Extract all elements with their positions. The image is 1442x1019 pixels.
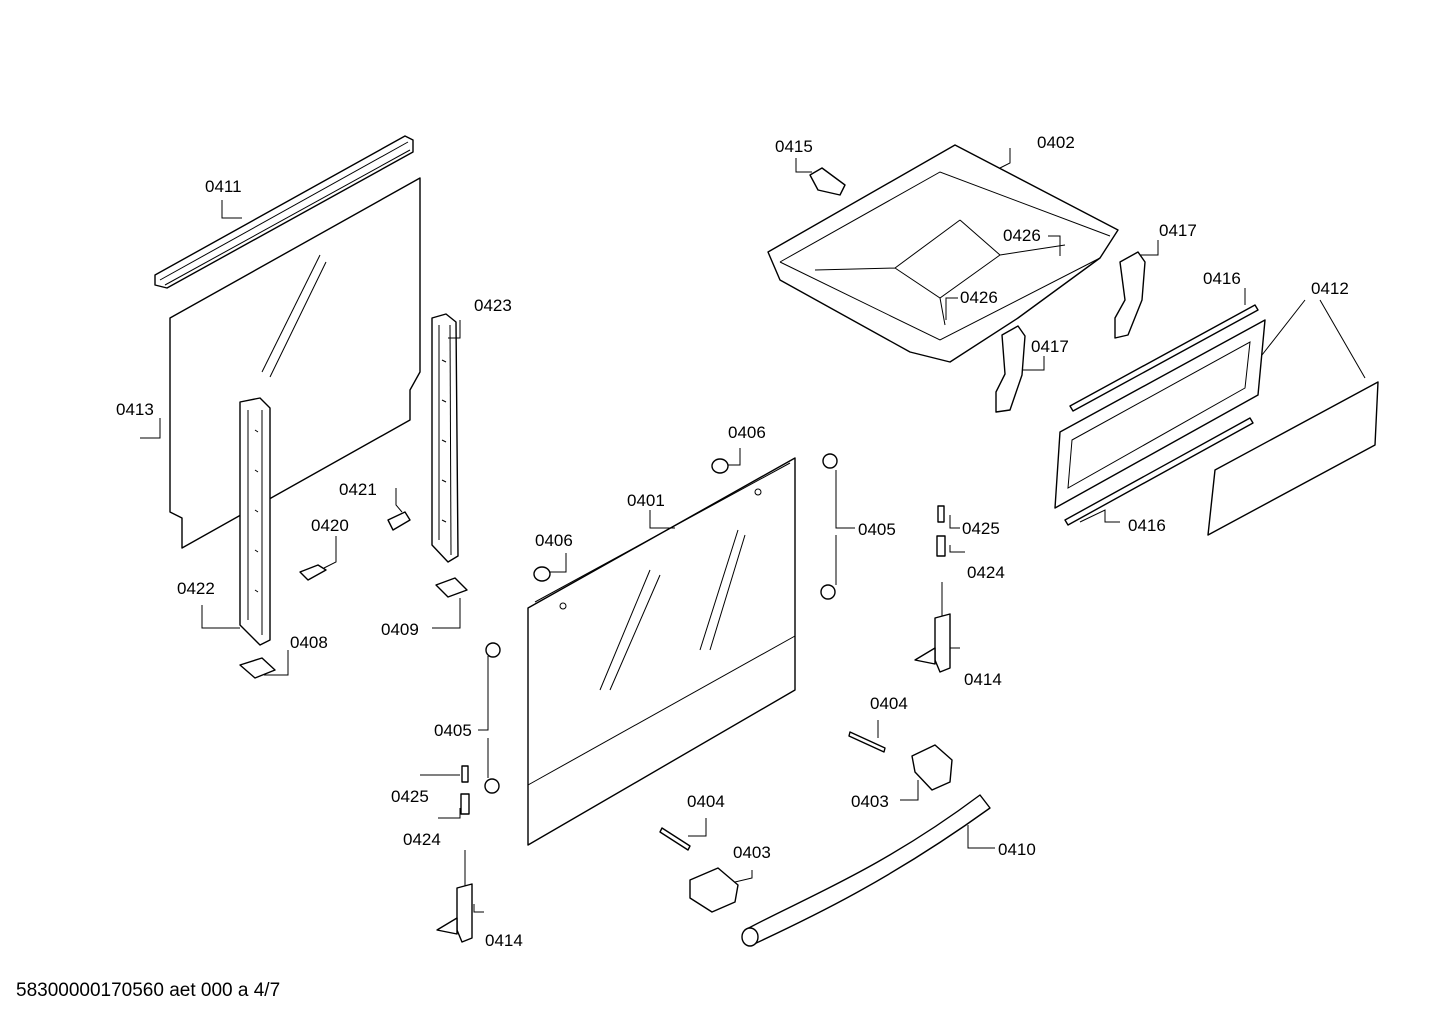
part-0412-glass <box>1207 381 1379 536</box>
label-0422: 0422 <box>177 579 215 598</box>
label-0424-a: 0424 <box>967 563 1005 582</box>
label-0421: 0421 <box>339 480 377 499</box>
part-0416-seal-top <box>1069 304 1259 412</box>
label-0420: 0420 <box>311 516 349 535</box>
label-0417-b: 0417 <box>1031 337 1069 356</box>
part-0412-inner-frame <box>1054 319 1266 509</box>
label-0425-b: 0425 <box>391 787 429 806</box>
part-0410-handle <box>741 794 991 947</box>
part-0425-pin-left <box>461 765 469 783</box>
label-0412: 0412 <box>1311 279 1349 298</box>
part-0424-pin-right <box>936 535 946 557</box>
part-0405-bumpers-left <box>484 642 501 794</box>
leader-lines <box>140 148 1366 913</box>
label-0403-a: 0403 <box>851 792 889 811</box>
part-0406-bumper-b <box>533 566 551 582</box>
label-0426-a: 0426 <box>1003 226 1041 245</box>
label-0415: 0415 <box>775 137 813 156</box>
label-0417-a: 0417 <box>1159 221 1197 240</box>
label-0402: 0402 <box>1037 133 1075 152</box>
part-labels: 0411 0402 0415 0426 0426 0417 0416 0412 … <box>116 133 1349 950</box>
part-0423-right-rail <box>431 313 459 563</box>
label-0414-a: 0414 <box>964 670 1002 689</box>
part-0402-tray <box>767 144 1119 363</box>
label-0406-b: 0406 <box>535 531 573 550</box>
label-0408: 0408 <box>290 633 328 652</box>
part-0420-clip <box>299 564 327 581</box>
label-0405-a: 0405 <box>858 520 896 539</box>
label-0404-a: 0404 <box>870 694 908 713</box>
label-0411: 0411 <box>205 177 242 196</box>
label-0414-b: 0414 <box>485 931 523 950</box>
part-0403-mount-right <box>911 744 953 791</box>
drawing-reference-footer: 58300000170560 aet 000 a 4/7 <box>16 980 281 1001</box>
part-0404-screw-left <box>659 827 691 851</box>
part-0425-pin-right <box>937 505 945 523</box>
part-0422-left-rail <box>239 397 271 646</box>
label-0425-a: 0425 <box>962 519 1000 538</box>
label-0423: 0423 <box>474 296 512 315</box>
label-0406-a: 0406 <box>728 423 766 442</box>
part-0415-bracket <box>809 167 846 196</box>
part-0413-glass-panel <box>169 177 421 549</box>
part-0411-top-trim <box>154 135 414 289</box>
part-0417-bracket-b <box>995 325 1026 413</box>
part-0424-pin-left <box>460 793 470 815</box>
part-0414-hinge-right <box>914 582 951 673</box>
label-0413: 0413 <box>116 400 154 419</box>
label-0404-b: 0404 <box>687 792 725 811</box>
part-0417-bracket-a <box>1114 251 1146 339</box>
part-0401-door <box>527 457 796 846</box>
label-0403-b: 0403 <box>733 843 771 862</box>
part-0403-mount-left <box>689 867 739 913</box>
label-0409: 0409 <box>381 620 419 639</box>
label-0405-b: 0405 <box>434 721 472 740</box>
label-0410: 0410 <box>998 840 1036 859</box>
part-0409-hinge-base <box>435 577 468 598</box>
part-0408-hinge-base <box>239 657 276 679</box>
part-0405-bumpers-right <box>820 453 838 600</box>
part-0404-screw-right <box>848 731 886 753</box>
label-0401: 0401 <box>627 491 665 510</box>
label-0426-b: 0426 <box>960 288 998 307</box>
part-0414-hinge-left <box>436 850 473 943</box>
part-0421-clip <box>387 511 411 531</box>
part-0406-bumper-a <box>711 458 729 474</box>
label-0416-a: 0416 <box>1203 269 1241 288</box>
label-0424-b: 0424 <box>403 830 441 849</box>
part-0416-seal-bottom <box>1064 417 1254 526</box>
label-0416-b: 0416 <box>1128 516 1166 535</box>
